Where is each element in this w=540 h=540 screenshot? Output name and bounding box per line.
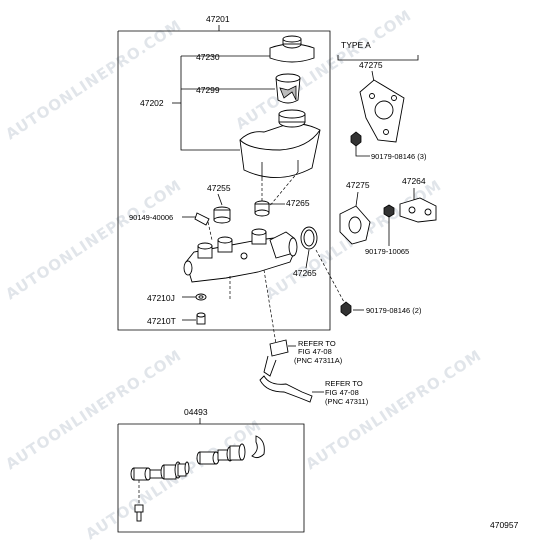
watermark-6: AUTOONLINEPRO.COM bbox=[302, 346, 484, 473]
oring-47265-lower: 47265 bbox=[293, 226, 318, 278]
grommet-47265-upper: 47265 bbox=[254, 198, 310, 217]
reservoir-tank bbox=[239, 109, 321, 212]
brake-line-references: REFER TO FIG 47-08 (PNC 47311A) REFER TO… bbox=[259, 269, 369, 406]
label-90179-08146-2: 90179-08146 (2) bbox=[366, 306, 422, 315]
nut-90179-08146-2: 90179-08146 (2) bbox=[315, 249, 422, 317]
label-ref1-line3: (PNC 47311A) bbox=[294, 356, 343, 365]
label-type-a: TYPE A bbox=[341, 40, 371, 50]
label-47265-lower: 47265 bbox=[293, 268, 317, 278]
label-47299: 47299 bbox=[196, 85, 220, 95]
plug-47210T: 47210T bbox=[147, 312, 206, 326]
label-ref1-line1: REFER TO bbox=[298, 339, 336, 348]
watermark-3: AUTOONLINEPRO.COM bbox=[2, 176, 184, 303]
reservoir-cap-47230: 47230 bbox=[181, 35, 315, 63]
figure-number: 470957 bbox=[490, 520, 519, 530]
watermark-5: AUTOONLINEPRO.COM bbox=[2, 346, 184, 473]
bolt-90149-40006: 90149-40006 bbox=[129, 212, 213, 241]
grommet-47255: 47255 bbox=[207, 183, 231, 224]
callout-47202: 47202 bbox=[140, 56, 240, 151]
label-47230: 47230 bbox=[196, 52, 220, 62]
label-47265-upper: 47265 bbox=[286, 198, 310, 208]
bracket-47264: 47264 90179-10065 bbox=[365, 176, 437, 256]
label-90179-08146-3: 90179-08146 (3) bbox=[371, 152, 427, 161]
label-ref1-line2: FIG 47-08 bbox=[298, 347, 332, 356]
label-ref2-line2: FIG 47-08 bbox=[325, 388, 359, 397]
label-90149-40006: 90149-40006 bbox=[129, 213, 173, 222]
label-47210T: 47210T bbox=[147, 316, 176, 326]
label-ref2-line3: (PNC 47311) bbox=[325, 397, 369, 406]
label-47275: 47275 bbox=[346, 180, 370, 190]
master-cylinder-body bbox=[183, 228, 298, 300]
label-47210J: 47210J bbox=[147, 293, 175, 303]
label-47264: 47264 bbox=[402, 176, 426, 186]
strainer-47299: 47299 bbox=[181, 73, 301, 104]
label-04493: 04493 bbox=[184, 407, 208, 417]
type-a-frame: TYPE A 47275 90179-08146 (3) bbox=[337, 40, 427, 161]
label-47255: 47255 bbox=[207, 183, 231, 193]
plug-47210J: 47210J bbox=[147, 293, 207, 303]
label-ref2-line1: REFER TO bbox=[325, 379, 363, 388]
watermark-1: AUTOONLINEPRO.COM bbox=[2, 16, 184, 143]
kit-frame-04493: 04493 bbox=[117, 407, 305, 533]
label-47202: 47202 bbox=[140, 98, 164, 108]
assembly-frame-47201: 47201 bbox=[117, 14, 331, 331]
label-47201: 47201 bbox=[206, 14, 230, 24]
label-90179-10065: 90179-10065 bbox=[365, 247, 409, 256]
label-47275-type-a: 47275 bbox=[359, 60, 383, 70]
gasket-47275: 47275 bbox=[339, 180, 371, 245]
